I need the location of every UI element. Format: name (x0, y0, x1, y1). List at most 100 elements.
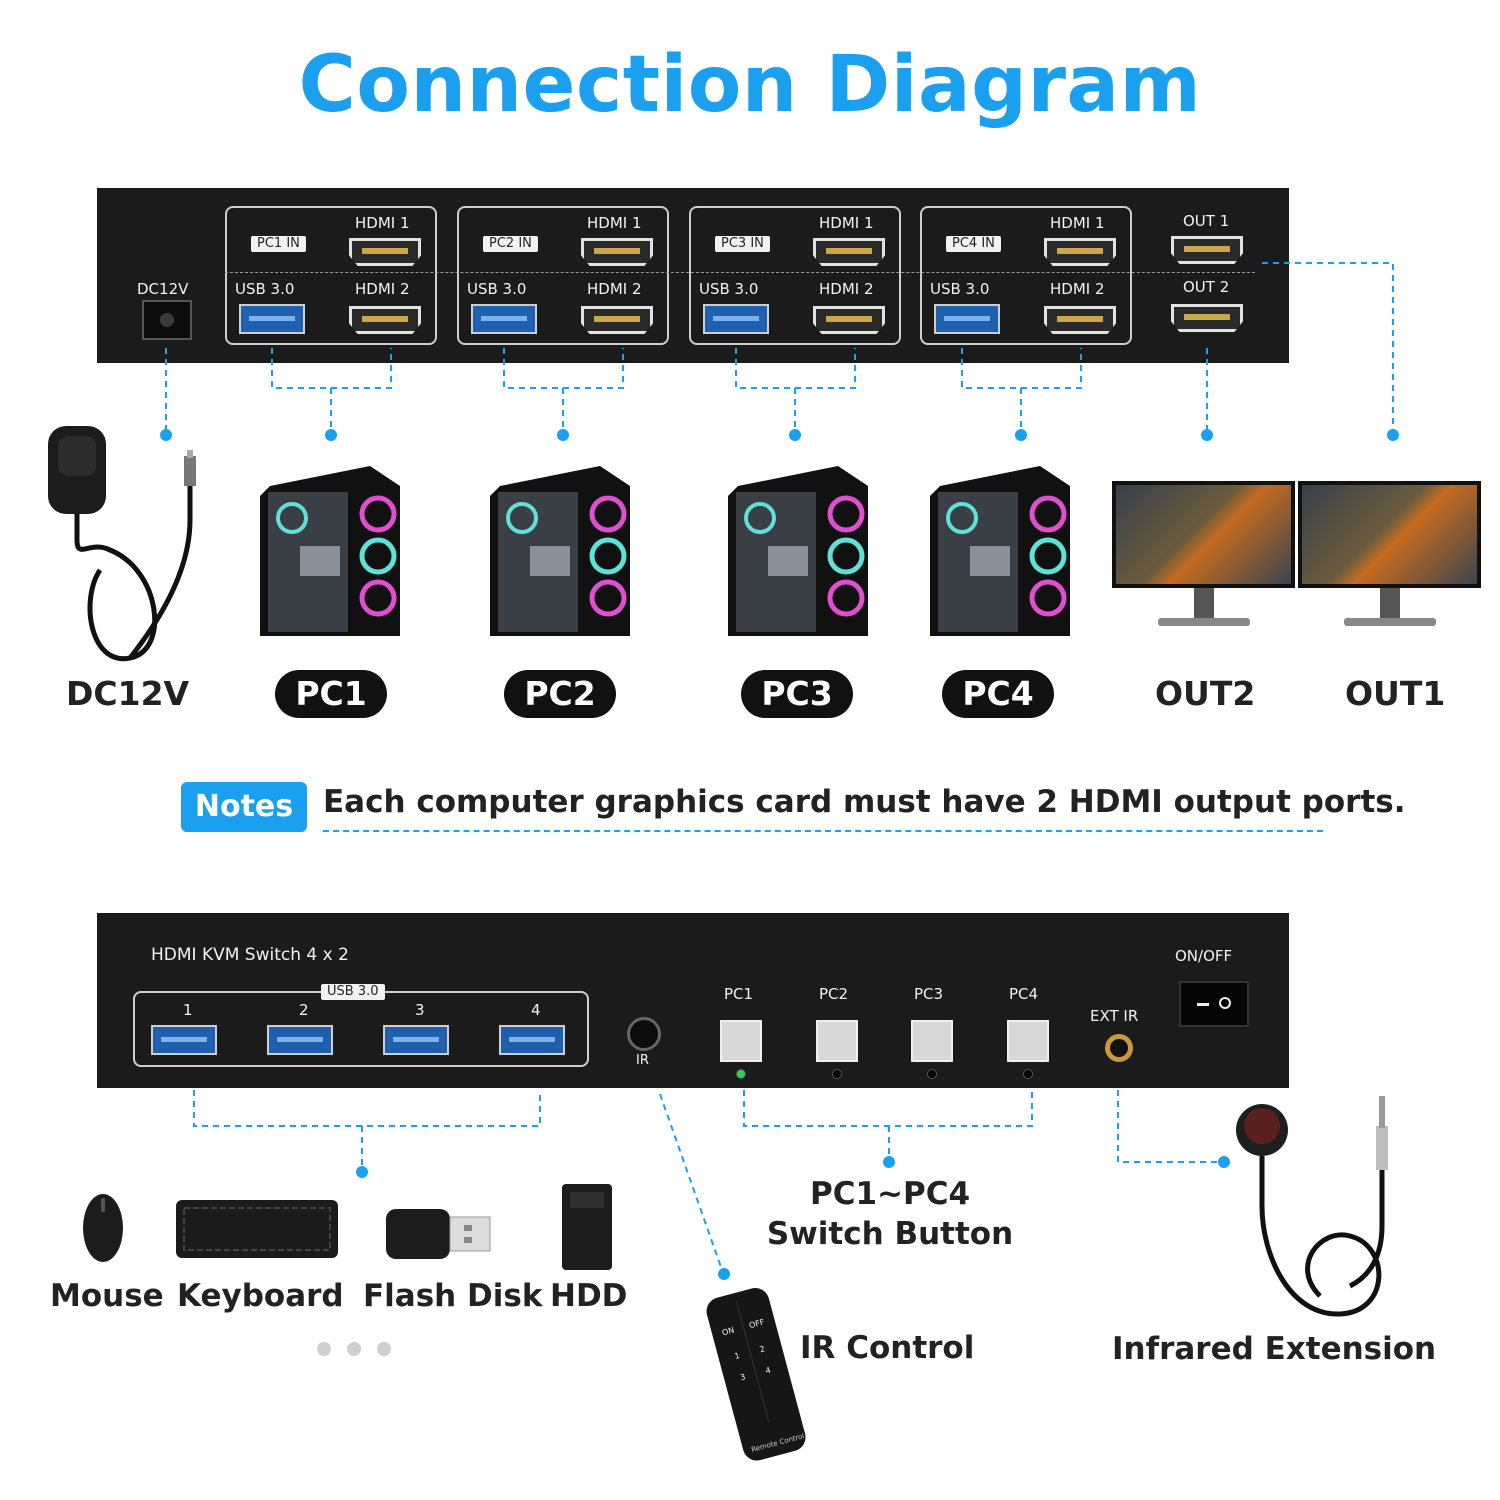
model-label: HDMI KVM Switch 4 x 2 (151, 945, 349, 965)
hdmi2-port[interactable] (581, 306, 653, 334)
usb-port[interactable] (239, 304, 305, 334)
pc2-dot (557, 429, 569, 441)
pc3-tower-icon (728, 466, 868, 636)
power-label: ON/OFF (1175, 947, 1233, 965)
front-usb-port-2[interactable] (267, 1025, 333, 1055)
switch-caption-line1: PC1~PC4 (809, 1176, 971, 1212)
usb-port-number: 3 (415, 1001, 425, 1019)
buttons-connector-line (743, 1090, 1033, 1156)
switch-caption-line2: Switch Button (766, 1216, 1014, 1252)
pc1-led (736, 1069, 746, 1079)
pc3-connector-line (735, 348, 856, 430)
pc3-input-group: PC3 IN HDMI 1 USB 3.0 HDMI 2 (689, 206, 901, 345)
hdmi2-label: HDMI 2 (819, 280, 874, 298)
pc1-switch-button[interactable] (720, 1020, 762, 1062)
buttons-dot (883, 1156, 895, 1168)
usb-port-number: 1 (183, 1001, 193, 1019)
front-usb-port-4[interactable] (499, 1025, 565, 1055)
remote-control-icon: ON OFF 1 2 3 4 Remote Control (706, 1287, 806, 1461)
infrared-extension-label: Infrared Extension (1112, 1331, 1437, 1367)
dc-port-label: DC12V (137, 280, 189, 298)
out2-label: OUT 2 (1183, 278, 1230, 296)
out1-dot (1387, 429, 1399, 441)
notes-underline (323, 830, 1323, 832)
remote-on-text: ON (721, 1326, 735, 1338)
pc4-input-group: PC4 IN HDMI 1 USB 3.0 HDMI 2 (920, 206, 1132, 345)
ir-control-label: IR Control (800, 1330, 975, 1366)
hdd-icon (562, 1184, 612, 1270)
ext-ir-dot (1218, 1156, 1230, 1168)
dc-power-port[interactable] (142, 300, 192, 340)
pc4-tower-icon (930, 466, 1070, 636)
keyboard-label: Keyboard (177, 1278, 344, 1314)
out2-port[interactable] (1171, 304, 1243, 332)
pc4-switch-button[interactable] (1007, 1020, 1049, 1062)
hdmi2-port[interactable] (813, 306, 885, 334)
pc2-connector-line (503, 348, 624, 430)
out1-label: OUT1 (1345, 674, 1446, 713)
pc3-button-label: PC3 (914, 985, 944, 1003)
pc1-dot (325, 429, 337, 441)
pc1-button-label: PC1 (724, 985, 754, 1003)
pc3-switch-button[interactable] (911, 1020, 953, 1062)
hdmi1-label: HDMI 1 (1050, 214, 1105, 232)
front-usb-port-1[interactable] (151, 1025, 217, 1055)
panel-divider (225, 272, 1255, 273)
usb-label: USB 3.0 (235, 280, 295, 298)
hdmi2-port[interactable] (349, 306, 421, 334)
hdd-label: HDD (550, 1278, 628, 1314)
ir-dot (718, 1268, 730, 1280)
hdmi2-port[interactable] (1044, 306, 1116, 334)
usb-port-number: 2 (299, 1001, 309, 1019)
ext-ir-label: EXT IR (1090, 1007, 1139, 1025)
pc2-switch-button[interactable] (816, 1020, 858, 1062)
usb-port[interactable] (471, 304, 537, 334)
pc-in-label: PC3 IN (715, 236, 770, 252)
out1-connector-line (1262, 262, 1394, 430)
notes-text: Each computer graphics card must have 2 … (323, 784, 1406, 820)
page-title: Connection Diagram (298, 40, 1202, 130)
flash-disk-label: Flash Disk (363, 1278, 543, 1314)
top-connection-lines (160, 262, 1399, 441)
pc1-tower-icon (260, 466, 400, 636)
front-usb-port-3[interactable] (383, 1025, 449, 1055)
hdmi2-label: HDMI 2 (355, 280, 410, 298)
dc-dot (160, 429, 172, 441)
ir-label: IR (636, 1053, 649, 1068)
out1-port[interactable] (1171, 236, 1243, 264)
pc3-dot (789, 429, 801, 441)
kvm-front-panel: HDMI KVM Switch 4 x 2 USB 3.0 1 2 3 4 IR… (97, 913, 1289, 1088)
remote-1-text: 1 (734, 1351, 741, 1361)
ext-ir-jack[interactable] (1105, 1034, 1133, 1062)
pc4-button-label: PC4 (1009, 985, 1039, 1003)
hdmi1-port[interactable] (813, 238, 885, 266)
hdmi1-port[interactable] (1044, 238, 1116, 266)
pc2-led (832, 1069, 842, 1079)
usb-hub-group: USB 3.0 1 2 3 4 (133, 984, 589, 1067)
dc12v-label: DC12V (66, 674, 190, 713)
usb-label: USB 3.0 (699, 280, 759, 298)
hdmi2-label: HDMI 2 (1050, 280, 1105, 298)
pc3-led (927, 1069, 937, 1079)
more-peripherals-dots (317, 1341, 407, 1360)
usb-port[interactable] (934, 304, 1000, 334)
kvm-back-panel: DC12V PC1 IN HDMI 1 USB 3.0 HDMI 2 PC2 I… (97, 188, 1289, 363)
ir-receiver (627, 1017, 661, 1051)
out2-monitor-screen (1112, 481, 1295, 588)
remote-off-text: OFF (748, 1317, 766, 1330)
out1-monitor-screen (1298, 481, 1481, 588)
usb-label: USB 3.0 (467, 280, 527, 298)
usb-port[interactable] (703, 304, 769, 334)
out1-monitor-stand-icon (1344, 588, 1436, 626)
out2-monitor-stand-icon (1158, 588, 1250, 626)
pc2-label: PC2 (504, 670, 616, 718)
pc2-button-label: PC2 (819, 985, 849, 1003)
pc4-dot (1015, 429, 1027, 441)
hdmi1-port[interactable] (581, 238, 653, 266)
pc1-connector-line (271, 348, 392, 430)
power-switch[interactable] (1179, 981, 1249, 1027)
pc-in-label: PC2 IN (483, 236, 538, 252)
hdmi1-label: HDMI 1 (819, 214, 874, 232)
hdmi1-port[interactable] (349, 238, 421, 266)
mouse-label: Mouse (50, 1278, 164, 1314)
